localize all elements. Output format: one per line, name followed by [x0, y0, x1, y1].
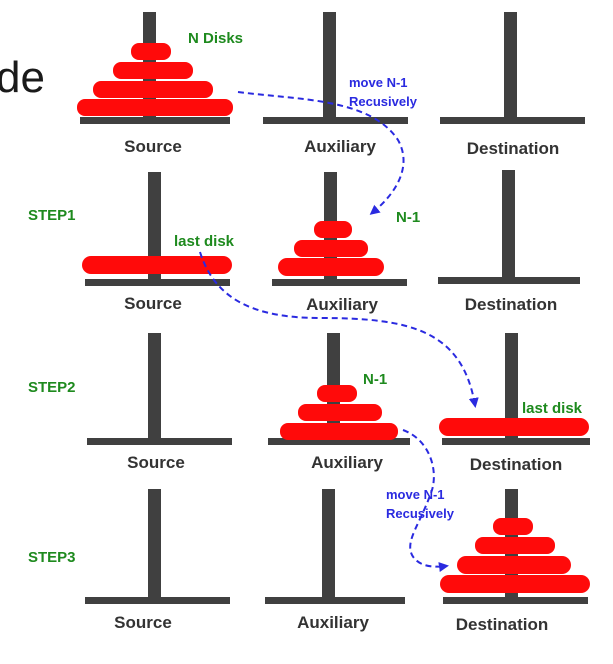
peg-source-row0: Source [77, 12, 233, 156]
move-n1-label-line1: move N-1 [349, 75, 408, 90]
disk [93, 81, 213, 98]
n1-label: N-1 [396, 209, 420, 226]
row-initial: Source Auxiliary Destination N Disks mov… [77, 12, 585, 158]
peg-rod [148, 333, 161, 443]
move-n1-label-line1: move N-1 [386, 487, 445, 502]
disk [475, 537, 555, 554]
peg-rod [502, 170, 515, 282]
peg-rod [322, 489, 335, 602]
peg-base [85, 597, 230, 604]
peg-source-row3: Source [85, 489, 230, 632]
arrow-move-n1-to-destination [402, 429, 449, 572]
row-step2: STEP2 Source Auxiliary Destination N-1 l… [28, 333, 590, 474]
disk [294, 240, 368, 257]
disk [298, 404, 382, 421]
peg-label: Destination [465, 295, 558, 314]
peg-label: Destination [456, 615, 549, 634]
peg-destination-row3: Destination [440, 489, 590, 634]
peg-rod [504, 12, 517, 122]
step-label: STEP3 [28, 549, 76, 566]
step-label: STEP2 [28, 379, 76, 396]
peg-source-row2: Source [87, 333, 232, 472]
peg-destination-row0: Destination [440, 12, 585, 158]
peg-label: Source [114, 613, 172, 632]
peg-base [265, 597, 405, 604]
move-n1-label-line2: Recusively [386, 506, 455, 521]
peg-base [268, 438, 410, 445]
peg-base [263, 117, 408, 124]
peg-rod [505, 333, 518, 443]
peg-destination-row2: Destination [439, 333, 590, 474]
peg-auxiliary-row0: Auxiliary [263, 12, 408, 156]
arrow-last-disk-to-destination [199, 251, 479, 408]
disk [131, 43, 171, 60]
disk [440, 575, 590, 593]
disk [113, 62, 193, 79]
disk [317, 385, 357, 402]
step-label: STEP1 [28, 207, 76, 224]
peg-base [440, 117, 585, 124]
peg-auxiliary-row1: Auxiliary [272, 172, 407, 314]
row-step1: STEP1 Source Auxiliary Destination N-1 l… [28, 170, 580, 314]
peg-rod [148, 489, 161, 602]
n-disks-label: N Disks [188, 30, 243, 47]
peg-label: Auxiliary [311, 453, 383, 472]
peg-base [443, 597, 588, 604]
disk [493, 518, 533, 535]
peg-base [272, 279, 407, 286]
peg-base [87, 438, 232, 445]
row-step3: STEP3 Source Auxiliary Destination move … [28, 487, 590, 634]
disk [82, 256, 232, 274]
peg-base [442, 438, 590, 445]
disk [439, 418, 589, 436]
peg-source-row1: Source [82, 172, 232, 313]
peg-label: Destination [467, 139, 560, 158]
peg-label: Source [127, 453, 185, 472]
arrow-move-n1-to-auxiliary [237, 91, 405, 215]
last-disk-label: last disk [174, 233, 235, 250]
peg-label: Auxiliary [304, 137, 376, 156]
peg-auxiliary-row3: Auxiliary [265, 489, 405, 632]
disk [457, 556, 571, 574]
peg-base [438, 277, 580, 284]
peg-label: Auxiliary [297, 613, 369, 632]
peg-destination-row1: Destination [438, 170, 580, 314]
move-n1-label-line2: Recusively [349, 94, 418, 109]
peg-label: Source [124, 137, 182, 156]
peg-label: Destination [470, 455, 563, 474]
peg-base [85, 279, 230, 286]
cut-off-title-fragment: de [0, 53, 45, 102]
disk [314, 221, 352, 238]
peg-label: Auxiliary [306, 295, 378, 314]
peg-base [80, 117, 230, 124]
disk [278, 258, 384, 276]
last-disk-label: last disk [522, 400, 583, 417]
n1-label: N-1 [363, 371, 387, 388]
disk [77, 99, 233, 116]
disk [280, 423, 398, 440]
peg-auxiliary-row2: Auxiliary [268, 333, 410, 472]
peg-rod [323, 12, 336, 122]
peg-label: Source [124, 294, 182, 313]
